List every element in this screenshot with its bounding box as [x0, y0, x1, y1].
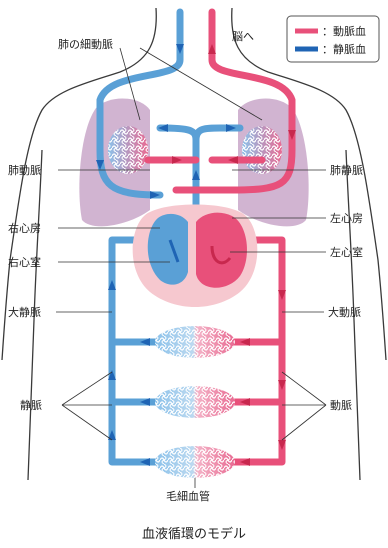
- label-pulmonary-artery: 肺動脈: [8, 163, 41, 177]
- label-left-ventricle: 左心室: [330, 245, 363, 259]
- capillary-bed-upper: [155, 326, 235, 358]
- label-right-ventricle: 右心室: [8, 255, 41, 269]
- label-capillaries: 毛細血管: [166, 489, 210, 503]
- capillary-bed-lower: [155, 446, 235, 478]
- label-pulmonary-vein: 肺静脈: [330, 163, 363, 177]
- label-right-atrium: 右心房: [8, 221, 41, 235]
- label-to-brain: 脳へ: [232, 30, 254, 43]
- legend-venous-label: ：静脈血: [322, 42, 366, 56]
- legend-arterial-label: ：動脈血: [322, 24, 366, 38]
- capillary-bed-middle: [155, 386, 235, 418]
- label-left-atrium: 左心房: [330, 212, 363, 225]
- label-vein: 静脈: [20, 398, 42, 412]
- label-vena-cava: 大静脈: [8, 305, 41, 319]
- legend: ：動脈血 ：静脈血: [287, 16, 379, 62]
- figure-caption: 血液循環のモデル: [142, 526, 246, 542]
- label-artery: 動脈: [330, 398, 352, 412]
- heart-image: [133, 205, 258, 308]
- label-pulmonary-capillaries: 肺の細動脈: [58, 37, 113, 51]
- label-aorta: 大動脈: [328, 305, 361, 319]
